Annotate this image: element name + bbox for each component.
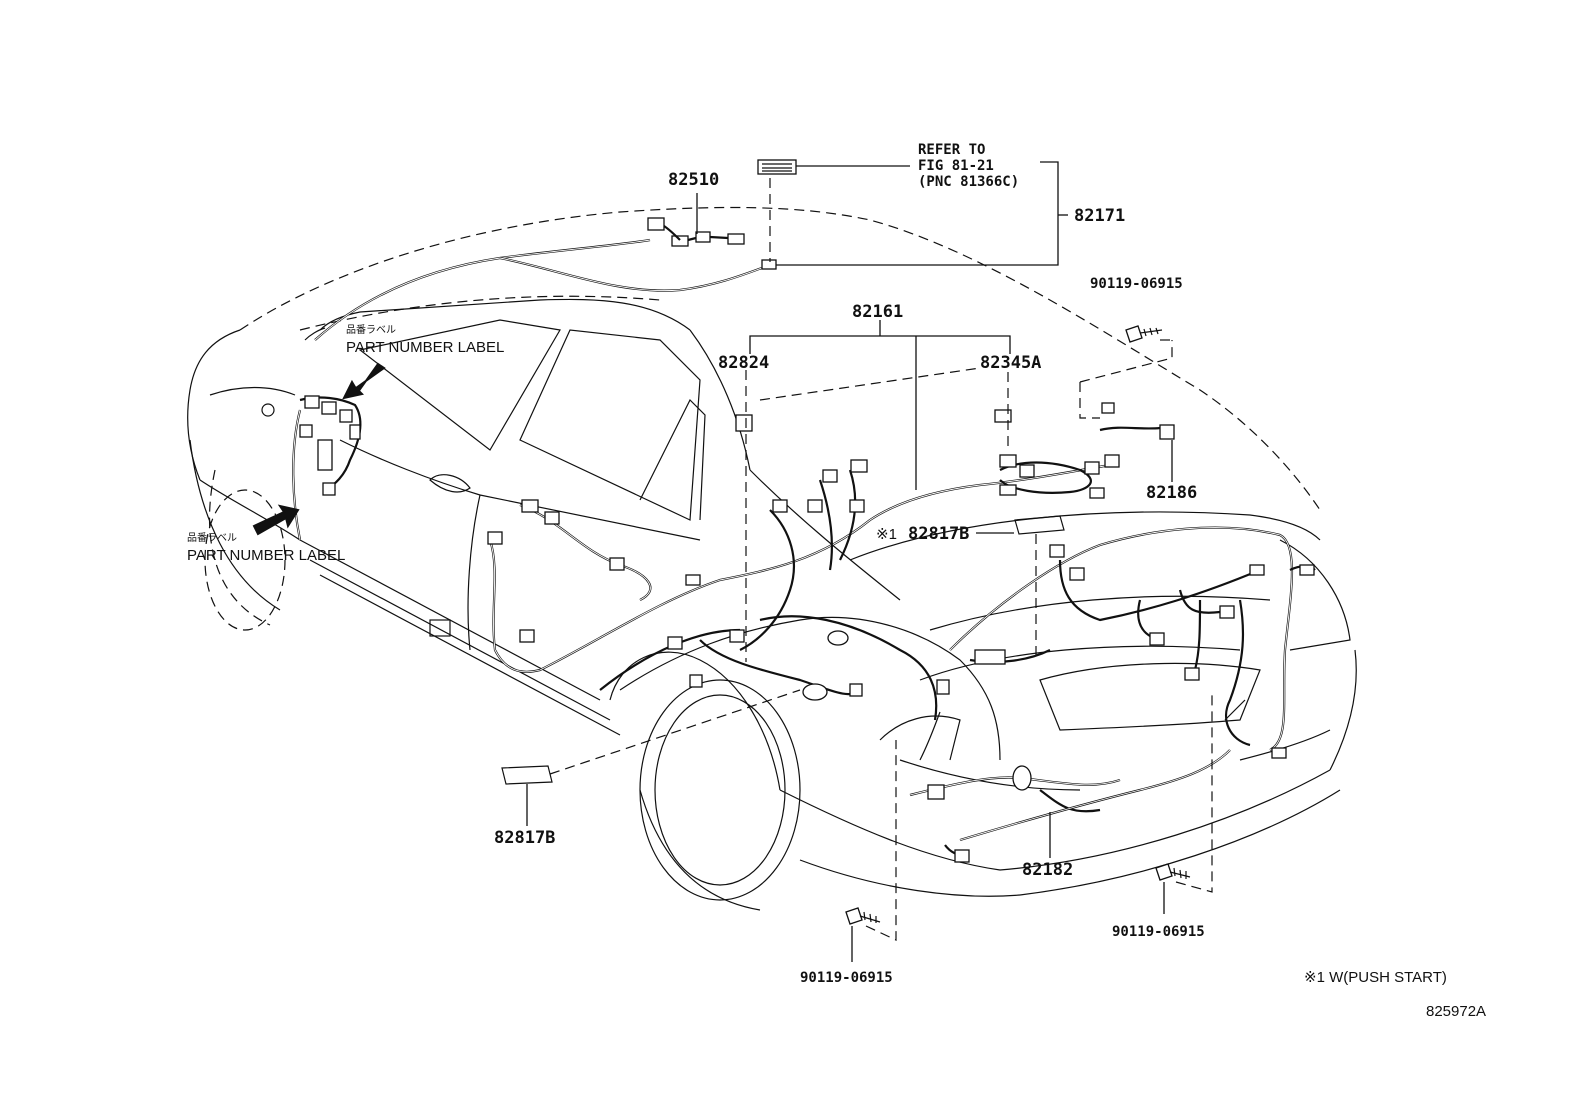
arrow-icon-top [342, 362, 386, 400]
part-number-82345A: 82345A [980, 353, 1041, 373]
bolt-icon-upper-right [1125, 325, 1163, 343]
part-number-82510: 82510 [668, 170, 719, 190]
part-number-82171: 82171 [1074, 206, 1125, 226]
part-number-82817B-lower: 82817B [494, 828, 555, 848]
diagram-id: 825972A [1426, 1003, 1486, 1020]
part-number-label-side-en: PART NUMBER LABEL [187, 547, 345, 564]
refer-note-line2: FIG 81-21 [918, 158, 994, 174]
bolt-number-lower-center: 90119-06915 [800, 970, 893, 986]
refer-note-line3: (PNC 81366C) [918, 174, 1019, 190]
bolt-number-lower-right: 90119-06915 [1112, 924, 1205, 940]
arrow-icon-side [252, 504, 300, 536]
label-stickers [501, 515, 1065, 785]
trunk-wire-harness [949, 402, 1316, 759]
part-number-label-top-en: PART NUMBER LABEL [346, 339, 504, 356]
label-sticker-floor [501, 765, 553, 785]
part-number-82817B-upper: 82817B [908, 524, 969, 544]
bolt-icon-lower-center [845, 907, 881, 925]
label-sticker-trunk [1014, 515, 1065, 535]
part-number-82186: 82186 [1146, 483, 1197, 503]
bolt-icon-lower-right [1155, 863, 1191, 881]
leader-lines [526, 161, 1213, 962]
part-number-label-top-jp: 品番ラベル [346, 324, 396, 336]
bumper-wire-harness [909, 699, 1246, 863]
refer-connector-icon [757, 159, 797, 175]
part-number-label-side-jp: 品番ラベル [187, 532, 237, 544]
refer-note-line1: REFER TO [918, 142, 985, 158]
note-marker: ※1 [876, 526, 897, 543]
part-number-82161: 82161 [852, 302, 903, 322]
bolt-number-upper-right: 90119-06915 [1090, 276, 1183, 292]
floor-wire-harness [487, 414, 1111, 721]
roof-wire-harness [314, 217, 777, 341]
footnote-push-start: ※1 W(PUSH START) [1304, 969, 1447, 986]
cowl-wire-harness [292, 395, 362, 541]
part-number-82824: 82824 [718, 353, 769, 373]
car-body-outline [187, 206, 1357, 911]
part-number-82182: 82182 [1022, 860, 1073, 880]
